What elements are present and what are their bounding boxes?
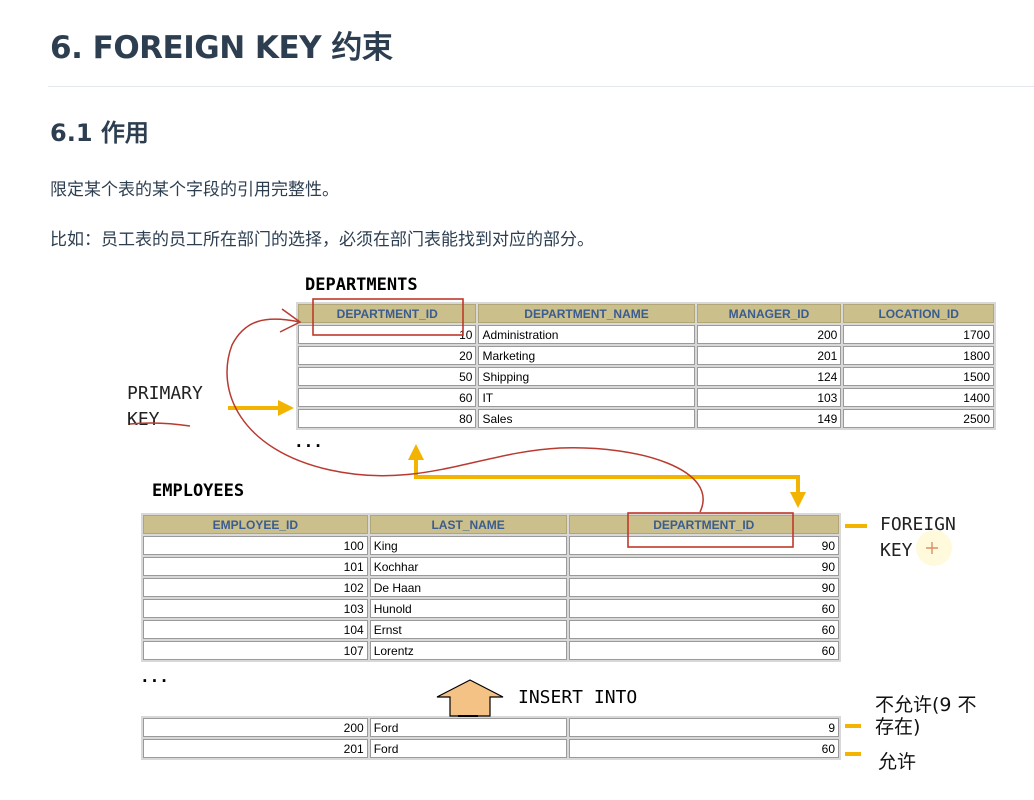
table-cell: 102 — [143, 578, 368, 597]
table-cell: Sales — [478, 409, 695, 428]
table-cell: 9 — [568, 718, 839, 737]
table-cell: 103 — [143, 599, 368, 618]
department-id-highlight-box — [312, 298, 464, 336]
table-cell: IT — [478, 388, 695, 407]
table-cell: 60 — [568, 620, 839, 639]
table-cell: 1500 — [843, 367, 994, 386]
table-cell: Hunold — [369, 599, 567, 618]
column-header: MANAGER_ID — [696, 304, 842, 323]
table-cell: 101 — [143, 557, 368, 576]
table-cell: 90 — [568, 557, 839, 576]
column-header: LAST_NAME — [369, 515, 567, 534]
table-cell: De Haan — [369, 578, 567, 597]
column-header: LOCATION_ID — [843, 304, 994, 323]
insert-up-arrow-icon — [436, 679, 504, 717]
table-cell: 60 — [568, 641, 839, 660]
not-allowed-label: 不允许(9 不 存在) — [875, 694, 977, 738]
table-cell: 1700 — [843, 325, 994, 344]
insert-into-label: INSERT INTO — [518, 687, 638, 708]
table-cell: Shipping — [478, 367, 695, 386]
section-heading: 6.1 作用 — [50, 119, 149, 147]
table-cell: Marketing — [478, 346, 695, 365]
table-cell: Ford — [369, 718, 567, 737]
foreign-key-label: FOREIGN KEY — [880, 514, 956, 561]
page-title: 6. FOREIGN KEY 约束 — [50, 30, 393, 66]
table-cell: 1400 — [843, 388, 994, 407]
table-cell: Administration — [478, 325, 695, 344]
table-cell: Lorentz — [369, 641, 567, 660]
table-cell: 2500 — [843, 409, 994, 428]
table-cell: 104 — [143, 620, 368, 639]
paragraph-example: 比如：员工表的员工所在部门的选择，必须在部门表能找到对应的部分。 — [50, 230, 594, 250]
table-cell: King — [369, 536, 567, 555]
title-divider — [48, 86, 1034, 87]
reference-arrow-icon — [408, 444, 806, 508]
pen-curve-stroke — [226, 318, 704, 513]
table-cell: 90 — [568, 536, 839, 555]
pen-arrowhead-stroke — [279, 308, 302, 333]
table-cell: 201 — [696, 346, 842, 365]
table-cell: Ford — [369, 739, 567, 758]
table-cell: 20 — [298, 346, 477, 365]
table-cell: Ernst — [369, 620, 567, 639]
allowed-label: 允许 — [878, 751, 917, 773]
departments-ellipsis: ... — [294, 432, 323, 451]
table-cell: 60 — [298, 388, 477, 407]
table-cell: 149 — [696, 409, 842, 428]
allowed-marker — [845, 752, 861, 756]
table-cell: 1800 — [843, 346, 994, 365]
pen-strike-stroke — [129, 422, 191, 427]
departments-table: DEPARTMENT_ID DEPARTMENT_NAME MANAGER_ID… — [296, 302, 996, 430]
foreign-key-marker — [845, 524, 867, 528]
column-header: DEPARTMENT_NAME — [478, 304, 695, 323]
table-cell: 103 — [696, 388, 842, 407]
table-cell: 200 — [143, 718, 368, 737]
departments-title: DEPARTMENTS — [305, 275, 418, 295]
column-header: DEPARTMENT_ID — [298, 304, 477, 323]
primary-key-arrow-icon — [228, 400, 294, 416]
not-allowed-marker — [845, 724, 861, 728]
table-cell: 201 — [143, 739, 368, 758]
table-cell: 60 — [568, 739, 839, 758]
table-cell: 124 — [696, 367, 842, 386]
table-cell: 60 — [568, 599, 839, 618]
table-cell: Kochhar — [369, 557, 567, 576]
table-cell: 50 — [298, 367, 477, 386]
primary-key-label: PRIMARY KEY — [127, 383, 203, 430]
employees-ellipsis: ... — [140, 667, 169, 686]
fk-department-id-highlight-box — [627, 512, 794, 548]
column-header: EMPLOYEE_ID — [143, 515, 368, 534]
cursor-plus-icon — [926, 542, 938, 554]
table-cell: 100 — [143, 536, 368, 555]
table-cell: 80 — [298, 409, 477, 428]
table-cell: 107 — [143, 641, 368, 660]
table-cell: 200 — [696, 325, 842, 344]
table-cell: 90 — [568, 578, 839, 597]
cursor-highlight-icon — [916, 530, 952, 566]
column-header: DEPARTMENT_ID — [568, 515, 839, 534]
employees-title: EMPLOYEES — [152, 481, 245, 501]
paragraph-purpose: 限定某个表的某个字段的引用完整性。 — [50, 180, 339, 200]
